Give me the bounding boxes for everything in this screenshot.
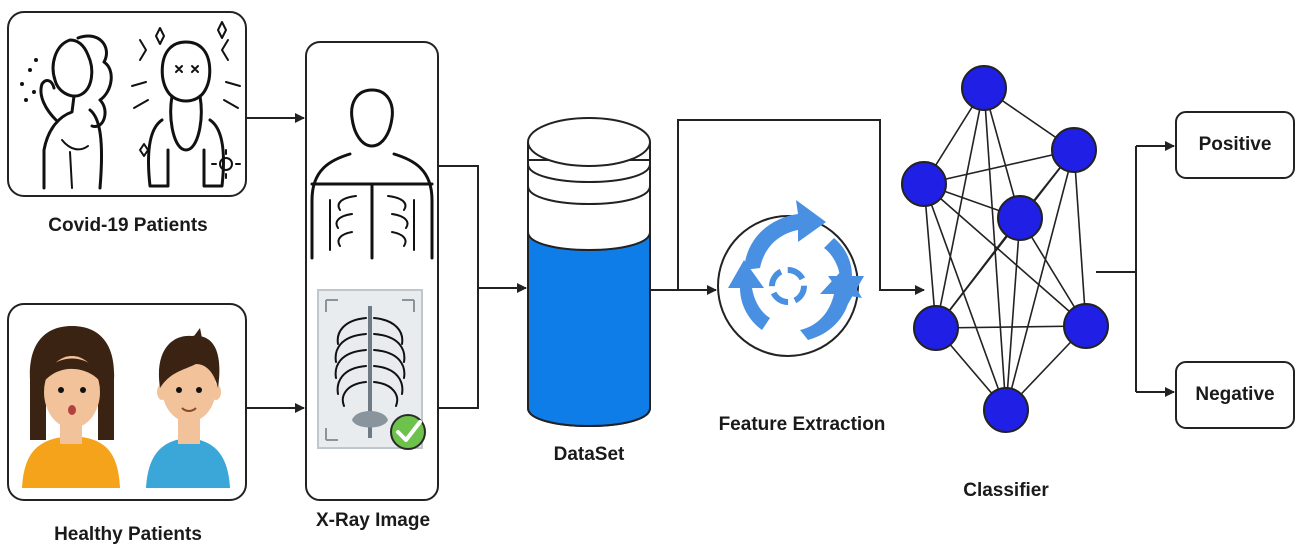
covid-patients-label: Covid-19 Patients — [48, 215, 207, 236]
network-node — [913, 305, 959, 351]
network-node — [983, 387, 1029, 433]
network-node — [961, 65, 1007, 111]
skeleton-torso-icon — [310, 88, 434, 260]
healthy-patients-box — [7, 303, 247, 501]
network-node — [901, 161, 947, 207]
classifier-network — [901, 65, 1109, 433]
classifier-label: Classifier — [963, 480, 1049, 501]
feature-extraction-icon — [717, 200, 864, 357]
xray-image-box — [305, 41, 439, 501]
connector-classifier-split — [1096, 146, 1137, 392]
covid-patients-box — [7, 11, 247, 197]
xray-film-icon — [317, 289, 423, 449]
negative-output-box: Negative — [1175, 361, 1295, 429]
xray-image-label: X-Ray Image — [316, 510, 430, 531]
healthy-girl-icon — [22, 326, 120, 488]
positive-label: Positive — [1199, 134, 1272, 155]
dataset-label: DataSet — [554, 444, 625, 465]
feature-extraction-label: Feature Extraction — [719, 414, 886, 435]
negative-label: Negative — [1195, 384, 1274, 405]
check-mark-icon — [390, 414, 426, 450]
positive-output-box: Positive — [1175, 111, 1295, 179]
inner-refresh-icon — [769, 267, 807, 305]
connector-dataset-classifier — [677, 119, 925, 295]
healthy-patients-label: Healthy Patients — [54, 524, 202, 545]
network-node — [1063, 303, 1109, 349]
network-node — [997, 195, 1043, 241]
connector-xray-dataset — [438, 165, 526, 409]
network-node — [1051, 127, 1097, 173]
dataset-cylinder-icon — [527, 117, 651, 427]
coughing-person-icon — [20, 34, 113, 190]
sick-person-icon — [131, 21, 241, 188]
healthy-boy-icon — [146, 328, 230, 488]
